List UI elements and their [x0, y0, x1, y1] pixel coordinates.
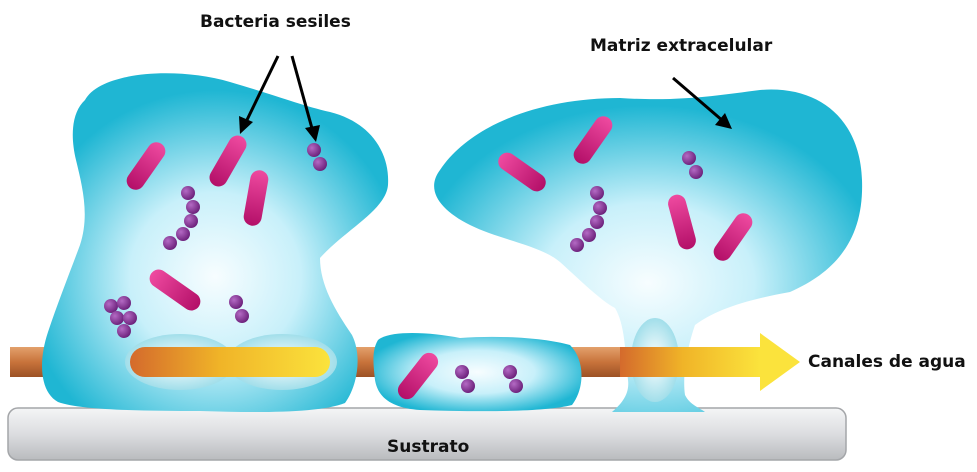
coccus-bacterium — [104, 299, 118, 313]
coccus-bacterium — [455, 365, 469, 379]
coccus-bacterium — [590, 186, 604, 200]
water-channel-gap — [586, 347, 616, 377]
label-canales-de-agua: Canales de agua — [808, 352, 966, 372]
label-bacteria-sesiles: Bacteria sesiles — [200, 12, 351, 32]
coccus-bacterium — [313, 157, 327, 171]
coccus-bacterium — [181, 186, 195, 200]
coccus-bacterium — [117, 296, 131, 310]
coccus-bacterium — [123, 311, 137, 325]
label-matriz-extracelular: Matriz extracelular — [590, 36, 772, 56]
coccus-bacterium — [582, 228, 596, 242]
coccus-bacterium — [461, 379, 475, 393]
coccus-bacterium — [570, 238, 584, 252]
coccus-bacterium — [176, 227, 190, 241]
coccus-bacterium — [590, 215, 604, 229]
coccus-bacterium — [682, 151, 696, 165]
coccus-bacterium — [307, 143, 321, 157]
coccus-bacterium — [593, 201, 607, 215]
coccus-bacterium — [509, 379, 523, 393]
coccus-bacterium — [117, 324, 131, 338]
label-sustrato: Sustrato — [387, 437, 469, 457]
coccus-bacterium — [503, 365, 517, 379]
coccus-bacterium — [689, 165, 703, 179]
coccus-bacterium — [186, 200, 200, 214]
flow-highlight — [130, 347, 330, 377]
coccus-bacterium — [184, 214, 198, 228]
coccus-bacterium — [163, 236, 177, 250]
coccus-bacterium — [235, 309, 249, 323]
matrix-colony-middle — [373, 333, 581, 411]
coccus-bacterium — [229, 295, 243, 309]
coccus-bacterium — [110, 311, 124, 325]
